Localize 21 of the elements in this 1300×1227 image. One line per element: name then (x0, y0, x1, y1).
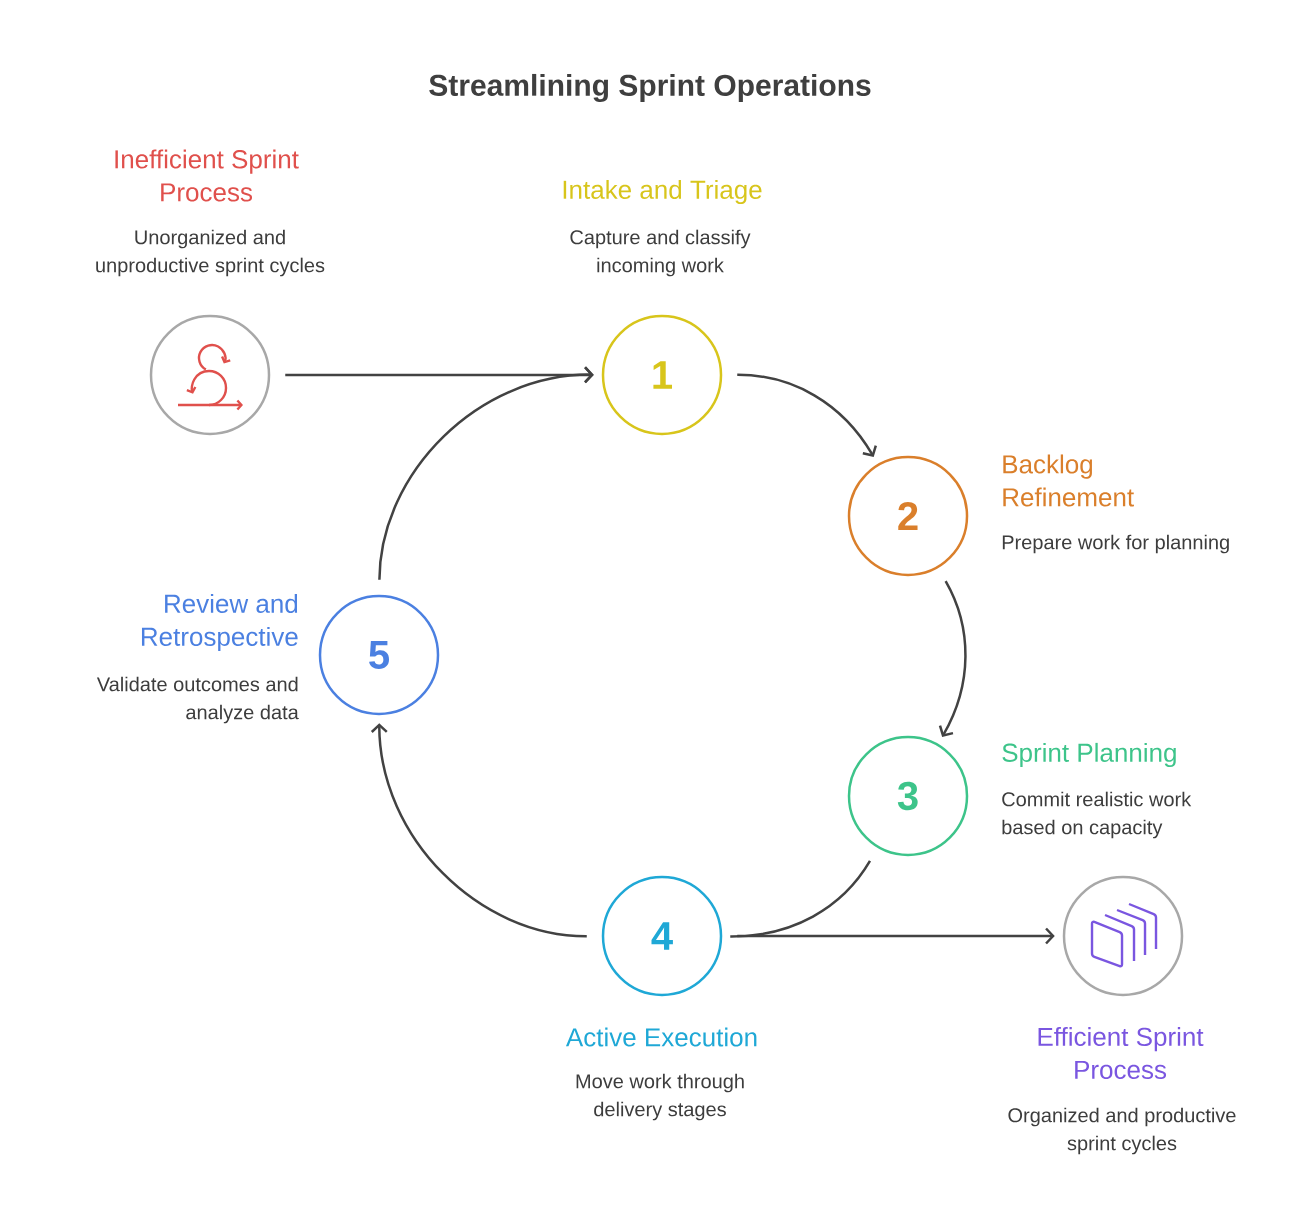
step-description: Prepare work for planning (1002, 534, 1229, 554)
arrow (370, 723, 587, 938)
diagram-title: Streamlining Sprint Operations (429, 73, 871, 103)
step-heading: Sprint Planning (1002, 742, 1176, 768)
step-description: Unorganized and unproductive sprint cycles (96, 229, 325, 277)
step-heading: Review and Retrospective (142, 593, 298, 652)
step-description: Capture and classify incoming work (570, 229, 751, 277)
step-description: Move work through delivery stages (576, 1073, 744, 1121)
step-heading: Efficient Sprint Process (1038, 1026, 1204, 1080)
step-heading: Active Execution (565, 1027, 757, 1047)
arrow (737, 927, 1055, 945)
step-heading: Backlog Refinement (1003, 454, 1134, 507)
arrow (737, 373, 877, 457)
step-heading: Intake and Triage (563, 179, 762, 205)
step-description: Organized and productive sprint cycles (1008, 1107, 1236, 1155)
arrow (378, 366, 594, 580)
arrow (938, 580, 967, 737)
step-heading: Inefficient Sprint Process (115, 149, 299, 202)
connector-line (730, 860, 872, 938)
step-description: Validate outcomes and analyze data (96, 676, 299, 724)
step-description: Commit realistic work based on capacity (1002, 791, 1192, 839)
